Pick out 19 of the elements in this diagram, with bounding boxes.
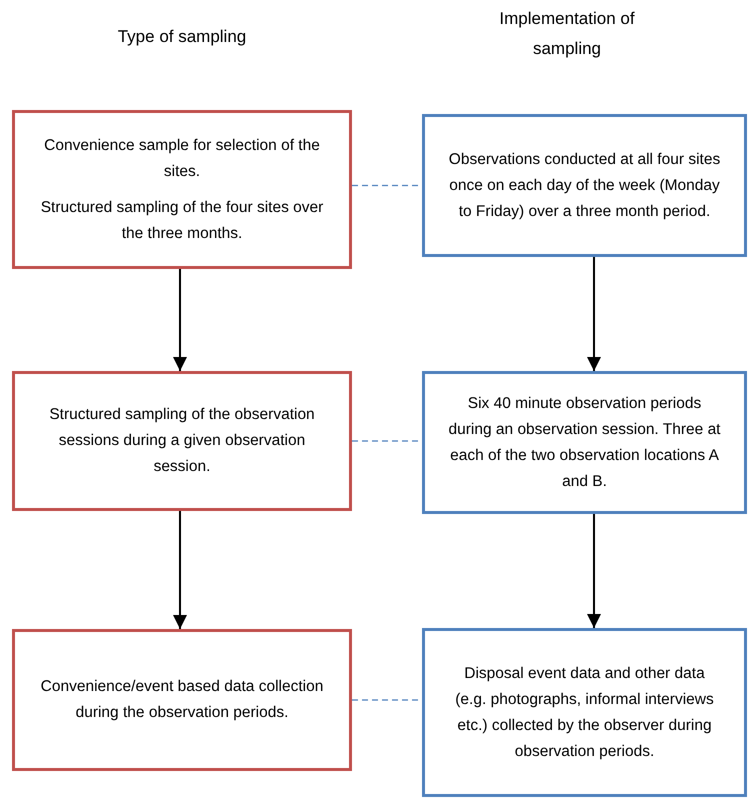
box-text: Convenience/event based data collection during the observation periods.: [40, 677, 324, 723]
box-text: Six 40 minute observation periods during an observation session. Three at each of the two observation locations A and B.: [448, 394, 722, 492]
box-text: Convenience sample for selection of the sites.: [43, 136, 321, 182]
process-box: [422, 628, 747, 797]
arrow: [173, 511, 187, 629]
arrow: [587, 257, 601, 371]
box-text: Structured sampling of the four sites over the three months.: [40, 198, 324, 244]
process-box: [422, 371, 747, 514]
process-box: [422, 114, 747, 257]
process-box: [12, 371, 352, 511]
column-heading: Type of sampling: [116, 26, 248, 48]
box-text: Structured sampling of the observation sessions during a given observation session.: [48, 405, 316, 477]
box-text: Disposal event data and other data (e.g. photographs, informal interviews etc.) collected by the observer during observation periods.: [454, 664, 715, 762]
column-heading: Implementation of sampling: [498, 8, 636, 60]
process-box: [12, 110, 352, 269]
arrow: [587, 514, 601, 628]
box-text: Observations conducted at all four sites once on each day of the week (Monday to Friday) over a three month period.: [448, 150, 722, 222]
process-box: [12, 629, 352, 771]
arrow: [173, 269, 187, 371]
